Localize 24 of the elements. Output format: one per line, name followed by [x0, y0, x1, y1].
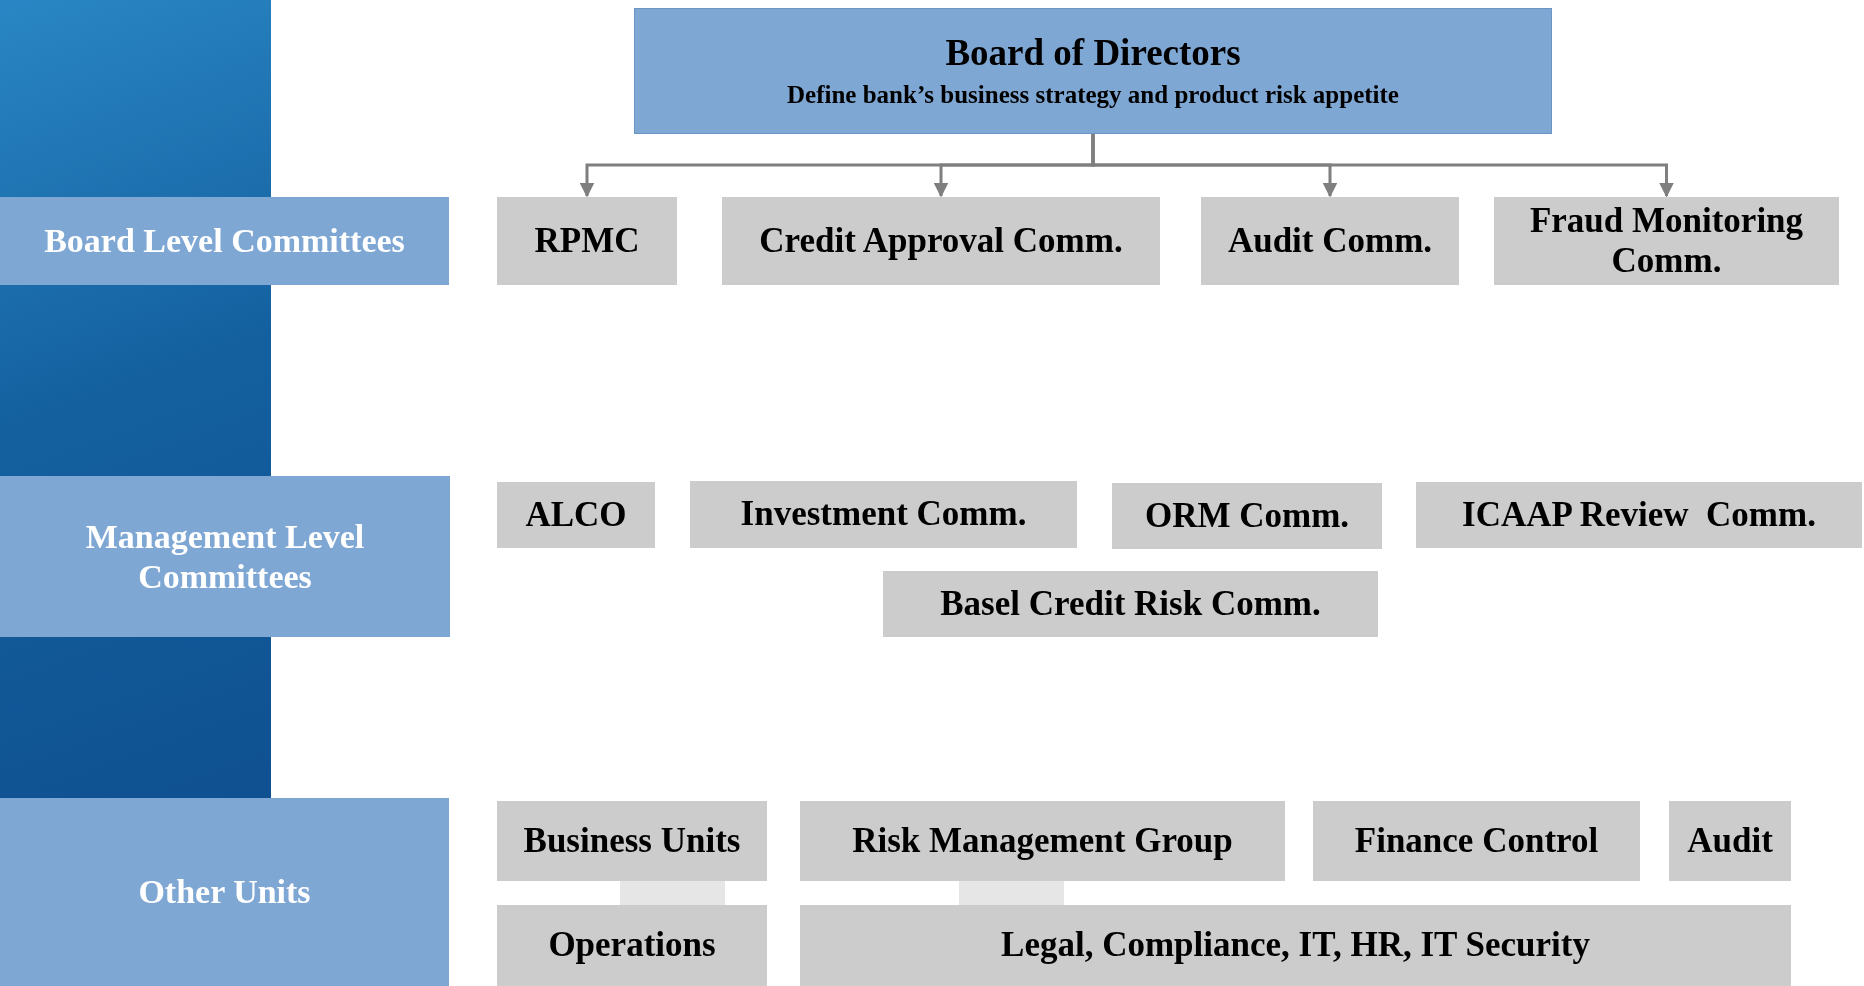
unit-box: Business Units: [497, 801, 767, 881]
unit-box: ICAAP Review Comm.: [1416, 482, 1862, 548]
connector-bar: [620, 881, 725, 905]
level-label: Management Level Committees: [0, 476, 450, 637]
unit-box: ORM Comm.: [1112, 483, 1382, 549]
unit-box: Legal, Compliance, IT, HR, IT Security: [800, 905, 1791, 986]
unit-box: Finance Control: [1313, 801, 1640, 881]
box-title: Board of Directors: [945, 32, 1241, 75]
connector-arrow: [1091, 134, 1674, 198]
unit-box: Credit Approval Comm.: [722, 197, 1160, 285]
unit-box: RPMC: [497, 197, 677, 285]
level-label: Board Level Committees: [0, 197, 449, 285]
unit-box: Audit Comm.: [1201, 197, 1459, 285]
connector-bar: [959, 881, 1064, 905]
unit-box: Basel Credit Risk Comm.: [883, 571, 1378, 637]
box-subtitle: Define bank’s business strategy and product risk appetite: [787, 80, 1399, 110]
board-box: [634, 8, 1552, 134]
unit-box: Audit: [1669, 801, 1791, 881]
unit-box: Operations: [497, 905, 767, 986]
unit-box: ALCO: [497, 482, 655, 548]
unit-box: Investment Comm.: [690, 481, 1077, 548]
unit-box: Fraud Monitoring Comm.: [1494, 197, 1839, 285]
unit-box: Risk Management Group: [800, 801, 1285, 881]
level-label: Other Units: [0, 798, 449, 986]
